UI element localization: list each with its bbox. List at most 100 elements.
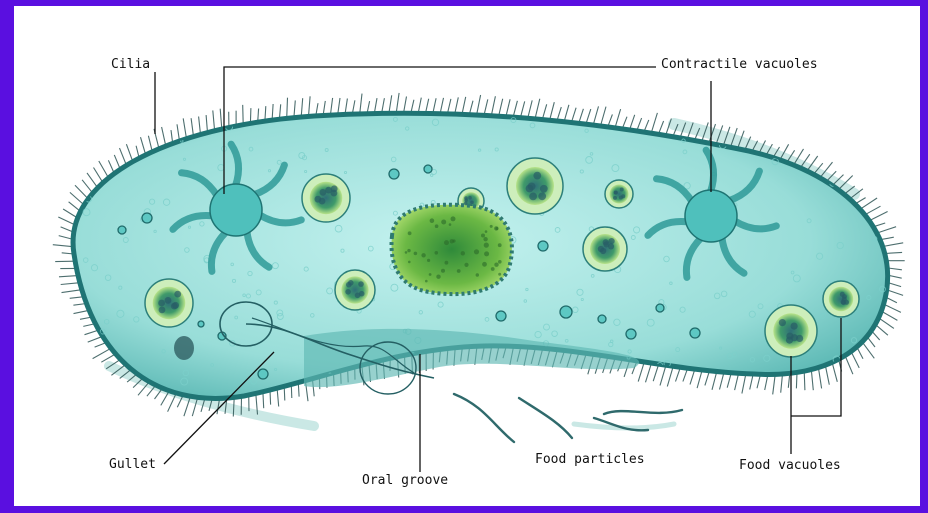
vesicle [258, 369, 268, 379]
nucleus-granule [408, 231, 412, 235]
cilium [638, 362, 644, 382]
food-granule [355, 293, 361, 299]
cilium [462, 97, 466, 114]
cilium [59, 276, 78, 277]
cytoplasm-granule [767, 119, 769, 121]
food-granule [470, 201, 474, 205]
cytoplasm-granule [605, 388, 609, 392]
cilium [396, 93, 399, 113]
nucleus-granule [414, 252, 418, 256]
nucleus-granule [421, 253, 425, 257]
nucleus-granule [444, 240, 449, 245]
cilium [87, 173, 98, 188]
vesicle [142, 213, 152, 223]
paramecium-diagram [14, 6, 920, 506]
macronucleus [391, 205, 511, 294]
cilium [94, 168, 104, 183]
label-gullet: Gullet [109, 457, 156, 473]
food-granule [840, 292, 845, 297]
cilium [781, 374, 783, 393]
food-vacuole-contents [341, 276, 368, 303]
food-particles-strands [454, 394, 682, 442]
cytoplasm-granule [127, 127, 129, 129]
cilium [735, 373, 739, 390]
cilium [63, 209, 78, 218]
cilium [141, 137, 146, 155]
label-food-vacuoles: Food vacuoles [739, 458, 841, 474]
food-vacuole [335, 270, 375, 310]
food-granule [538, 192, 546, 200]
vacuole-center [210, 184, 262, 236]
vesicle [389, 169, 399, 179]
food-granule [844, 300, 849, 305]
vesicle [560, 306, 572, 318]
food-granule [315, 196, 322, 203]
cytoplasm-granule [677, 376, 682, 381]
vesicle [496, 311, 506, 321]
cilium [653, 364, 659, 381]
food-granule [796, 335, 803, 342]
food-vacuole [823, 281, 859, 317]
cilium [550, 102, 555, 120]
vesicle [690, 328, 700, 338]
label-cilia: Cilia [111, 57, 150, 73]
food-granule [614, 191, 618, 195]
food-granule [613, 196, 617, 200]
cytoplasm-granule [777, 125, 783, 131]
cilium [477, 95, 481, 115]
cilium [199, 117, 201, 135]
cilium [877, 227, 896, 233]
cilium [301, 98, 303, 117]
vesicle [598, 315, 606, 323]
food-granule [600, 248, 606, 254]
food-granule [165, 297, 172, 304]
cilium [869, 212, 887, 221]
food-granule [331, 190, 338, 197]
food-vacuole [605, 180, 633, 208]
cilium [615, 109, 621, 128]
food-particle-strand [604, 410, 682, 414]
food-granule [345, 289, 351, 295]
food-granule [468, 196, 472, 200]
food-granule [464, 202, 468, 206]
cilium [564, 105, 569, 122]
cilium [70, 192, 84, 205]
food-granule [608, 243, 614, 249]
food-vacuole-contents [829, 287, 853, 311]
diagram-canvas: Cilia Contractile vacuoles Gullet Oral g… [14, 6, 920, 506]
cilium [879, 318, 894, 329]
cilium [53, 245, 73, 247]
nucleus-granule [405, 251, 408, 254]
nucleus-granule [474, 249, 479, 254]
nucleus-granule [483, 237, 487, 241]
cytoplasm-granule [835, 139, 838, 142]
vesicle [118, 226, 126, 234]
food-vacuole-contents [773, 313, 808, 348]
food-granule [533, 172, 541, 180]
nucleus-granule [485, 230, 488, 233]
cilium [593, 106, 598, 125]
cilium [884, 304, 901, 312]
cytoplasm-granule [523, 376, 528, 381]
cytoplasm-granule [128, 136, 131, 139]
food-vacuole [507, 158, 563, 214]
food-vacuole-contents [610, 185, 629, 204]
food-granule [528, 183, 536, 191]
cilium [82, 180, 93, 193]
cilium [601, 107, 607, 126]
cytoplasm-granule [617, 389, 620, 392]
vesicle [198, 321, 204, 327]
food-granule [620, 188, 624, 192]
food-granule [464, 198, 468, 202]
cilium [287, 98, 288, 119]
nucleus-granule [498, 243, 502, 247]
food-granule [348, 280, 354, 286]
nucleus-granule [445, 261, 449, 265]
cilium [712, 372, 717, 390]
cilium [191, 118, 193, 136]
food-vacuole [765, 305, 817, 357]
cilium [883, 243, 904, 247]
cilium [851, 351, 859, 368]
cilium [213, 110, 215, 130]
nucleus-granule [407, 249, 410, 252]
